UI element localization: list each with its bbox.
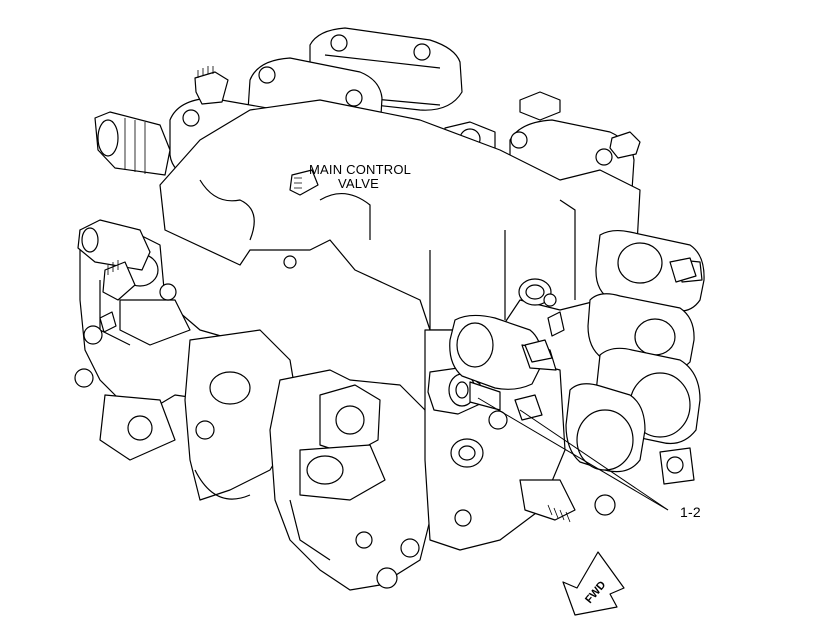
connector-plugs xyxy=(99,66,697,421)
callout-solenoid xyxy=(427,314,557,415)
center-front-block xyxy=(269,369,431,591)
main-control-valve-label-line1: MAIN CONTROL xyxy=(309,162,412,177)
main-control-valve-label-line2: VALVE xyxy=(338,176,379,191)
valve-body xyxy=(159,99,641,331)
left-actuators xyxy=(77,111,171,271)
lower-left-housings xyxy=(74,224,301,501)
bolt-heads xyxy=(159,91,641,307)
callout-number-label: 1-2 xyxy=(680,504,701,520)
solenoid-cylinders xyxy=(565,229,705,516)
callout-leader xyxy=(477,397,669,511)
fwd-direction-arrow xyxy=(562,551,625,616)
